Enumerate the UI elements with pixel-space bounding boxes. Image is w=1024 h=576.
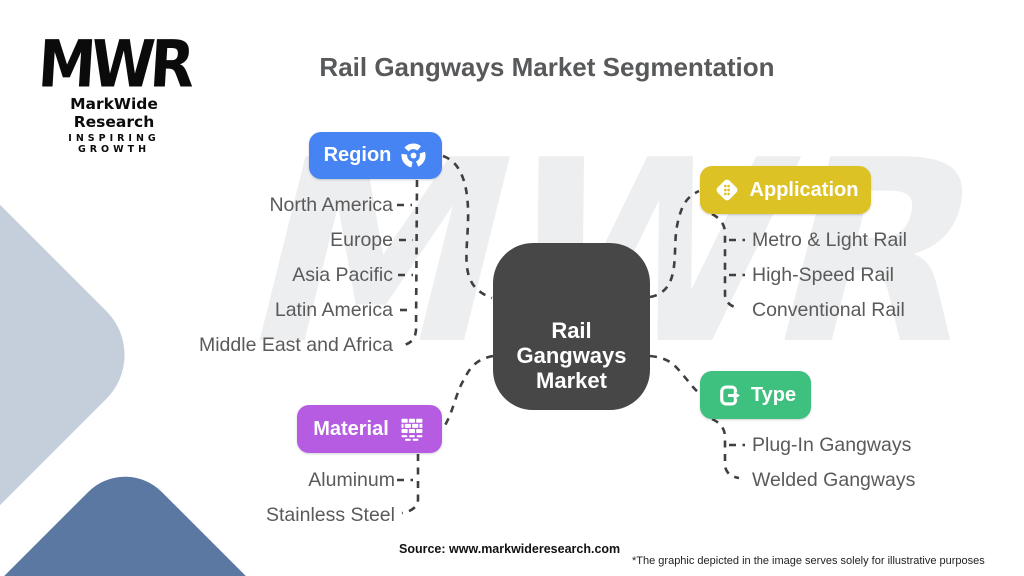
list-item-application: Metro & Light Rail	[752, 229, 907, 251]
logout-arrow-icon	[715, 382, 742, 409]
branch-node-label: Application	[749, 178, 859, 201]
diamond-dots-icon	[713, 176, 741, 204]
list-item-region: Latin America	[274, 299, 393, 321]
globe-icon	[400, 142, 427, 169]
markwide-research-logo: MWR MarkWide Research INSPIRING GROWTH	[30, 26, 198, 155]
list-item-application: Conventional Rail	[752, 299, 905, 321]
logo-acronym: MWR	[35, 25, 193, 103]
branch-node-application: Application	[700, 166, 871, 214]
list-item-type: Welded Gangways	[752, 469, 916, 491]
list-item-region: Europe	[330, 229, 393, 251]
central-node-rail-gangways-market: Rail Gangways Market	[493, 243, 650, 410]
logo-name: MarkWide Research	[70, 95, 158, 131]
branch-node-label: Type	[750, 383, 797, 406]
source-text: Source: www.markwideresearch.com	[399, 542, 621, 556]
list-item-material: Aluminum	[308, 469, 395, 491]
bricks-icon	[398, 415, 426, 443]
branch-node-label: Material	[313, 417, 389, 440]
branch-node-label: Region	[323, 144, 392, 166]
branch-node-material: Material	[297, 405, 442, 453]
list-item-type: Plug-In Gangways	[752, 434, 912, 456]
logo-tagline: INSPIRING GROWTH	[68, 133, 160, 155]
branch-node-region: Region	[309, 132, 442, 179]
branch-node-type: Type	[700, 371, 811, 419]
list-item-region: North America	[269, 194, 393, 216]
list-item-application: High-Speed Rail	[752, 264, 894, 286]
central-node-label: Market	[536, 368, 607, 393]
central-node-label: Gangways	[516, 343, 627, 368]
central-node-label: Rail	[551, 318, 592, 343]
disclaimer-text: *The graphic depicted in the image serve…	[632, 555, 985, 567]
list-item-region: Asia Pacific	[292, 264, 393, 286]
list-item-region: Middle East and Africa	[198, 334, 393, 356]
page-title: Rail Gangways Market Segmentation	[319, 52, 775, 82]
list-item-material: Stainless Steel	[266, 504, 395, 526]
